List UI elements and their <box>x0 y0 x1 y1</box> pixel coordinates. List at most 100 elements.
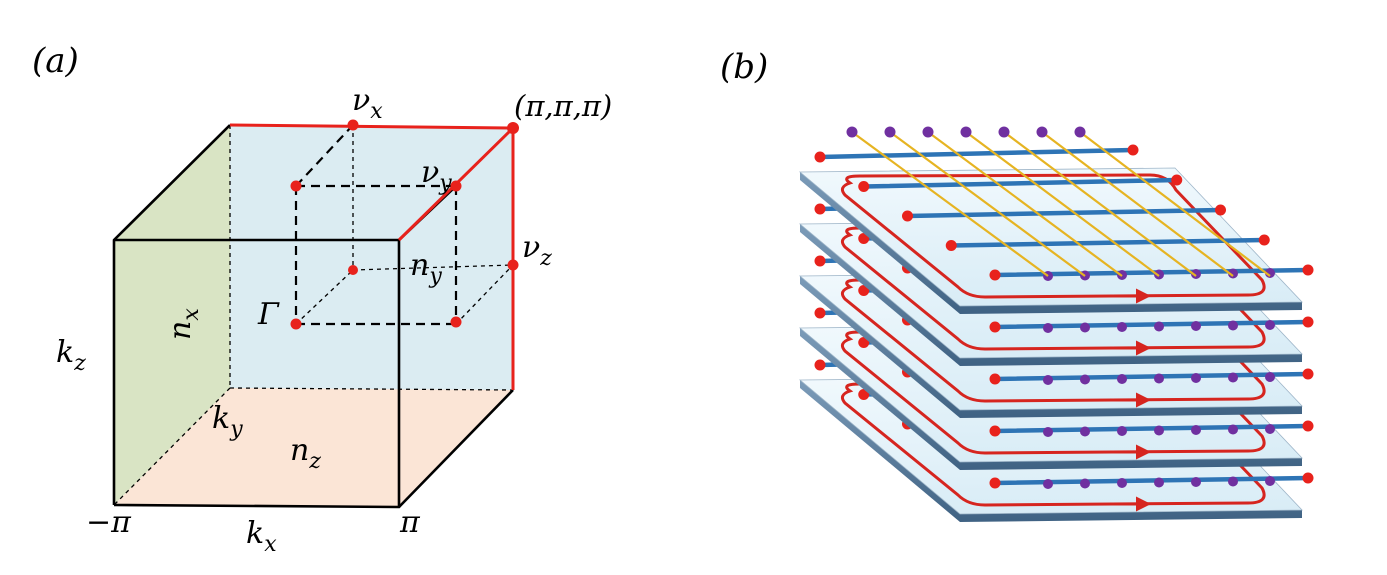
point-nu-z <box>507 259 519 271</box>
hidden-edges <box>113 125 514 506</box>
bead <box>1043 323 1053 333</box>
bead <box>1043 427 1053 437</box>
bead <box>1043 375 1053 385</box>
bead <box>1080 426 1090 437</box>
bead <box>1228 372 1238 383</box>
bead <box>1191 425 1201 435</box>
rod-end <box>858 389 870 400</box>
diagonal-rod-end <box>960 126 972 138</box>
diagonal-rod-end <box>998 126 1010 138</box>
layer <box>798 144 1314 314</box>
diagonal-rod <box>927 131 1123 277</box>
panel-a-label: (a) <box>32 41 79 81</box>
rod-end <box>989 269 1001 281</box>
diagonal-rods <box>846 126 1271 277</box>
label-n-x: nx <box>163 308 204 340</box>
bead <box>1191 269 1201 279</box>
bead <box>1228 268 1238 279</box>
diagonal-rod <box>1003 131 1197 277</box>
bottom-face-nz <box>114 388 513 507</box>
rod-end <box>814 203 826 215</box>
high-symmetry-points <box>290 119 519 330</box>
bead <box>1117 426 1127 436</box>
diagonal-rod <box>1079 131 1271 277</box>
bead <box>1117 322 1127 332</box>
point-inner-back <box>348 265 358 275</box>
label-pi-pi-pi: (π,π,π) <box>514 89 612 123</box>
bead <box>1191 373 1201 383</box>
label-nu-y: νy <box>421 155 452 196</box>
rod-end <box>858 233 870 244</box>
diagonal-rod <box>965 131 1160 277</box>
rod-end <box>858 337 870 348</box>
rod-end <box>1171 174 1183 186</box>
rod-end <box>945 240 957 251</box>
rod-end <box>989 477 1001 489</box>
rod-end <box>989 373 1001 385</box>
panel-a-brillouin-zone-cube: (a) <box>32 41 612 557</box>
label-pi: π <box>399 505 421 540</box>
rod-end <box>814 255 826 267</box>
plate-edge <box>800 172 1302 314</box>
bead <box>1154 373 1164 384</box>
bead <box>1154 425 1164 436</box>
plate-edge <box>800 276 1302 418</box>
left-face-nx <box>114 125 230 505</box>
bead <box>1080 478 1090 489</box>
rod-end <box>1127 144 1139 156</box>
bead <box>1228 320 1238 331</box>
diagonal-rod-end <box>1036 126 1048 138</box>
bead <box>1154 269 1164 280</box>
label-k-y: ky <box>212 401 243 442</box>
label-n-y: ny <box>410 248 442 289</box>
bead <box>1191 321 1201 331</box>
label-gamma: Γ <box>257 297 280 332</box>
bead <box>1265 476 1275 486</box>
rod-end <box>902 210 913 222</box>
point-nu-x <box>347 119 359 131</box>
rod-end <box>814 151 826 163</box>
panel-b-layered-stack: (b) <box>720 47 1314 522</box>
rod-end <box>814 307 826 319</box>
diagonal-rod <box>889 131 1086 277</box>
diagonal-rod-end <box>922 126 934 138</box>
diagonal-rod-end <box>884 126 896 138</box>
label-nu-z: νz <box>522 230 552 271</box>
diagonal-rod-end <box>1074 126 1086 138</box>
rod-end <box>1302 316 1314 328</box>
diagonal-rod-end <box>846 126 858 138</box>
inner-dashed-cube <box>294 124 514 326</box>
bead <box>1080 322 1090 333</box>
label-minus-pi: −π <box>86 505 132 540</box>
diagonal-rod <box>851 131 1049 277</box>
label-k-x: kx <box>246 516 277 557</box>
point-inner-front <box>450 316 462 328</box>
plate-edge <box>800 380 1302 522</box>
bead <box>1228 424 1238 435</box>
bead <box>1080 374 1090 385</box>
rod-end <box>1302 472 1314 484</box>
plate-edge <box>800 224 1302 366</box>
label-n-z: nz <box>290 433 321 474</box>
rod-end <box>814 359 826 371</box>
bead <box>1265 320 1275 330</box>
edge-current <box>840 173 1266 299</box>
rod-end <box>1302 420 1314 432</box>
rod <box>817 147 1136 160</box>
rod-end <box>1302 264 1314 276</box>
rod-end <box>1302 368 1314 380</box>
panel-b-label: (b) <box>720 47 768 87</box>
bead <box>1117 374 1127 384</box>
diagonal-rod <box>1041 131 1234 277</box>
label-nu-x: νx <box>352 83 383 124</box>
back-face <box>230 125 513 390</box>
label-k-z: kz <box>56 335 86 376</box>
rod-end <box>858 285 870 296</box>
plate-edge <box>800 328 1302 470</box>
point-nu-y <box>450 180 462 192</box>
bead <box>1191 477 1201 487</box>
rod-end <box>989 321 1001 333</box>
rod <box>905 207 1223 219</box>
bead <box>1265 424 1275 434</box>
